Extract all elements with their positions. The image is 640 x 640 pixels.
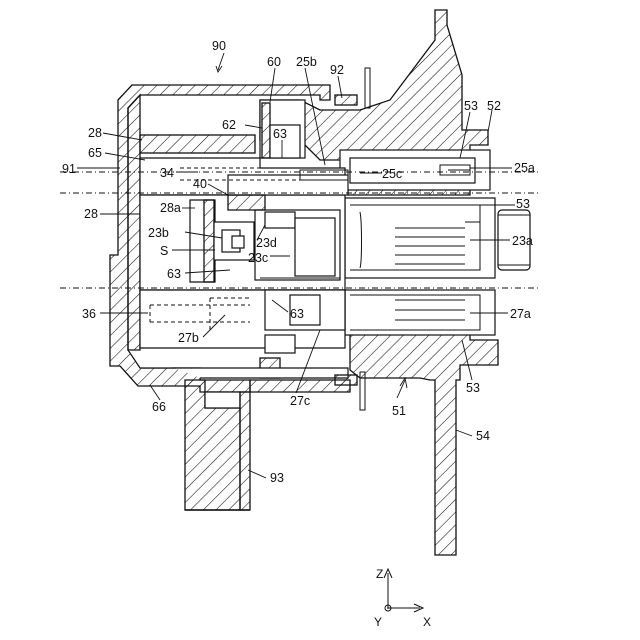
label-27c: 27c (290, 394, 310, 408)
axis-indicator: Z Y X (374, 567, 431, 629)
label-66: 66 (152, 400, 166, 414)
part-28-top (140, 135, 255, 153)
part-28a (190, 200, 215, 282)
label-23d: 23d (256, 236, 277, 250)
socket-23 (345, 198, 495, 278)
connector-25 (340, 150, 490, 190)
label-65: 65 (88, 146, 102, 160)
label-93: 93 (270, 471, 284, 485)
axis-y-label: Y (374, 615, 382, 629)
label-28-left: 28 (84, 207, 98, 221)
label-53-bot: 53 (466, 381, 480, 395)
label-28-top: 28 (88, 126, 102, 140)
label-92: 92 (330, 63, 344, 77)
label-53-top: 53 (464, 99, 478, 113)
label-60: 60 (267, 55, 281, 69)
label-40: 40 (193, 177, 207, 191)
axis-x-label: X (423, 615, 431, 629)
label-36: 36 (82, 307, 96, 321)
label-s: S (160, 244, 168, 258)
label-51: 51 (392, 404, 406, 418)
label-28a: 28a (160, 201, 181, 215)
label-25c: 25c (382, 167, 402, 181)
label-23a: 23a (512, 234, 533, 248)
label-23b: 23b (148, 226, 169, 240)
socket-27a (345, 290, 495, 335)
label-54: 54 (476, 429, 490, 443)
label-25a: 25a (514, 161, 535, 175)
label-91: 91 (62, 162, 76, 176)
label-53-mid: 53 (516, 197, 530, 211)
label-62: 62 (222, 118, 236, 132)
label-23c: 23c (248, 251, 268, 265)
label-63-c: 63 (290, 307, 304, 321)
label-27b: 27b (178, 331, 199, 345)
label-27a: 27a (510, 307, 531, 321)
label-63-b: 63 (167, 267, 181, 281)
label-25b: 25b (296, 55, 317, 69)
label-63-a: 63 (273, 127, 287, 141)
label-90: 90 (212, 39, 226, 53)
axis-z-label: Z (376, 567, 383, 581)
label-34: 34 (160, 166, 174, 180)
label-52: 52 (487, 99, 501, 113)
